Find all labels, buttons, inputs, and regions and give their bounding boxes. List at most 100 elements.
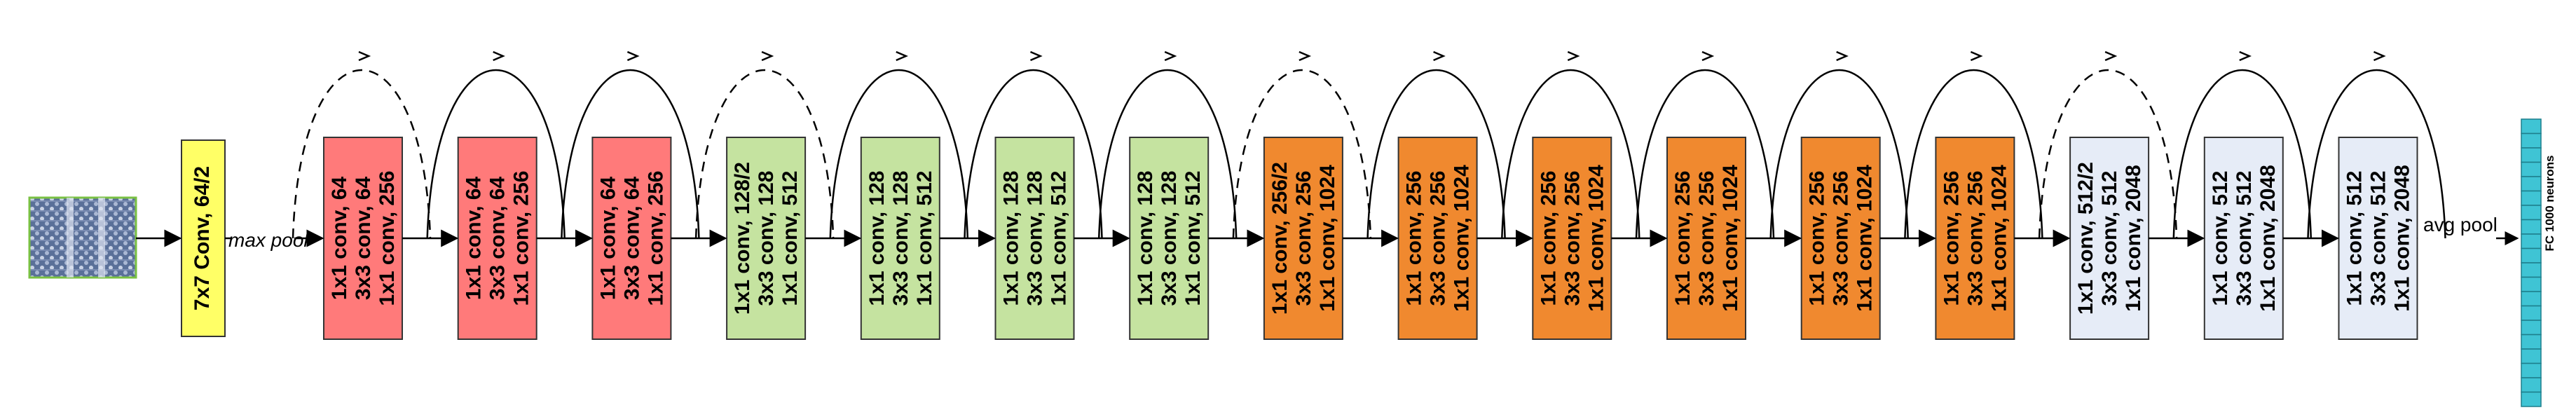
block-rect [726, 137, 807, 340]
block-layer-label: 1x1 conv, 256 [1806, 171, 1829, 306]
block-rect [1935, 137, 2015, 340]
fc-neuron [2521, 276, 2542, 292]
block-rect [2338, 137, 2418, 340]
block-layer-label: 1x1 conv, 128/2 [731, 162, 754, 315]
block-layer-label: 1x1 conv, 64 [463, 177, 486, 301]
block-rect [1263, 137, 1343, 340]
identity-shortcut [1366, 69, 1506, 239]
block-layer-label: 1x1 conv, 512 [2343, 171, 2366, 306]
block-layer-label: 1x1 conv, 512 [1048, 171, 1071, 306]
block-layer-label: 3x3 conv, 256 [1561, 171, 1584, 306]
fc-neuron [2521, 334, 2542, 350]
fc-neuron [2521, 176, 2542, 192]
block-layer-label: 1x1 conv, 1024 [1451, 165, 1474, 312]
block-rect [1397, 137, 1478, 340]
fc-neuron [2521, 205, 2542, 221]
identity-shortcut [1097, 69, 1238, 239]
fc-neuron [2521, 219, 2542, 235]
block-layer-label: 1x1 conv, 512 [913, 171, 936, 306]
fc-neuron [2521, 233, 2542, 249]
identity-shortcut [561, 69, 700, 239]
skip-arrow-tip [896, 50, 908, 62]
identity-shortcut [1769, 69, 1909, 239]
block-layer-label: 1x1 conv, 256 [1671, 171, 1694, 306]
fc-neuron [2521, 377, 2542, 393]
skip-arrow-tip [1701, 50, 1715, 62]
block-layer-label: 3x3 conv, 512 [2098, 171, 2121, 306]
skip-arrow-tip [2373, 50, 2386, 62]
block-layer-label: 1x1 conv, 1024 [1719, 165, 1742, 312]
avg-pool-label: avg pool [2423, 214, 2498, 235]
fc-neuron [2521, 262, 2542, 278]
skip-arrow-tip [1164, 50, 1177, 62]
skip-arrow-tip [626, 50, 640, 62]
identity-shortcut [2172, 69, 2313, 239]
block-layer-label: 3x3 conv, 512 [2233, 171, 2256, 306]
block-layer-label: 1x1 conv, 512 [779, 171, 802, 306]
fc-neuron [2521, 132, 2542, 149]
fc-neuron [2521, 320, 2542, 336]
block-layer-label: 1x1 conv, 64 [596, 177, 619, 301]
block-layer-label: 1x1 conv, 1024 [1316, 165, 1339, 312]
input-image [28, 196, 137, 279]
fc-neuron [2521, 161, 2542, 177]
block-layer-label: 3x3 conv, 64 [620, 177, 643, 301]
fc-neuron [2521, 247, 2542, 264]
block-rect [323, 137, 403, 340]
block-layer-label: 1x1 conv, 256 [376, 171, 399, 306]
fc-layer [2521, 118, 2542, 407]
block-rect [591, 137, 672, 340]
block-layer-label: 3x3 conv, 256 [1292, 171, 1315, 306]
fc-neuron [2521, 291, 2542, 307]
block-layer-label: 3x3 conv, 256 [1830, 171, 1853, 306]
projection-shortcut [1232, 69, 1372, 239]
fc-neuron [2521, 391, 2542, 407]
block-layer-label: 3x3 conv, 256 [1964, 171, 1987, 306]
skip-arrow-tip [2239, 50, 2252, 62]
skip-arrow-tip [1433, 50, 1446, 62]
skip-arrow-tip [1030, 50, 1043, 62]
block-layer-label: 1x1 conv, 2048 [2122, 165, 2145, 312]
block-layer-label: 1x1 conv, 2048 [2256, 165, 2280, 312]
block-layer-label: 1x1 conv, 256/2 [1268, 162, 1292, 315]
block-rect [2069, 137, 2150, 340]
identity-shortcut [426, 69, 566, 239]
block-layer-label: 1x1 conv, 128 [1000, 171, 1023, 306]
block-layer-label: 3x3 conv, 128 [1024, 171, 1047, 306]
skip-arrow-tip [2104, 50, 2118, 62]
skip-arrow-tip [1970, 50, 1983, 62]
block-layer-label: 1x1 conv, 128 [865, 171, 889, 306]
identity-shortcut [1501, 69, 1640, 239]
block-layer-label: 1x1 conv, 2048 [2391, 165, 2414, 312]
block-layer-label: 1x1 conv, 256 [644, 171, 667, 306]
fc-label: FC 1000 neurons [2543, 156, 2556, 252]
skip-arrow-tip [493, 50, 505, 62]
fc-neuron [2521, 147, 2542, 163]
block-layer-label: 1x1 conv, 1024 [1584, 165, 1608, 312]
fc-neuron [2521, 362, 2542, 378]
block-layer-label: 3x3 conv, 128 [755, 171, 778, 306]
block-layer-label: 1x1 conv, 512 [1181, 171, 1205, 306]
block-layer-label: 3x3 conv, 128 [1158, 171, 1181, 306]
block-rect [860, 137, 940, 340]
fc-neuron [2521, 118, 2542, 135]
block-layer-label: 1x1 conv, 512 [2209, 171, 2232, 306]
block-rect [1532, 137, 1612, 340]
skip-connections [292, 50, 2446, 239]
block-layer-label: 3x3 conv, 512 [2367, 171, 2390, 306]
block-layer-label: 1x1 conv, 1024 [1854, 165, 1877, 312]
